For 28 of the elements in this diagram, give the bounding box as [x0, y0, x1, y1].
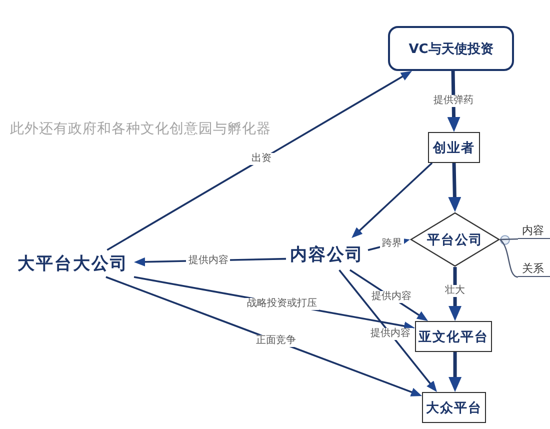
arrow	[106, 276, 422, 396]
connector-line	[500, 239, 518, 278]
process-box: 亚文化平台	[415, 321, 492, 352]
edge-label: 出资	[250, 153, 274, 166]
arrow	[448, 162, 462, 212]
process-box: 大众平台	[422, 392, 486, 423]
branch-label: 内容	[518, 222, 550, 239]
arrow	[338, 269, 437, 392]
entity-label: 大平台大公司	[12, 250, 134, 277]
process-box: 创业者	[428, 132, 480, 163]
arrow	[352, 162, 433, 238]
decision-diamond: 平台公司	[410, 212, 500, 267]
note-text: 此外还有政府和各种文化创意园与孵化器	[10, 120, 271, 138]
edge-label: 提供内容	[369, 291, 414, 304]
arrow	[106, 71, 412, 251]
connector-line	[500, 238, 518, 240]
edge-label: 提供内容	[186, 254, 230, 266]
entity-label: 内容公司	[286, 238, 368, 270]
rounded-box: VC与天使投资	[388, 26, 514, 71]
arrow	[448, 352, 462, 392]
branch-label: 关系	[518, 260, 550, 277]
edge-label: 跨界	[380, 238, 404, 250]
edge-label: 提供弹药	[431, 94, 476, 107]
edge-label: 提供内容	[368, 328, 413, 340]
arrow	[448, 267, 462, 321]
edge-label: 战略投资或打压	[245, 298, 320, 310]
edge-label: 壮大	[443, 284, 468, 297]
edge-label: 正面竞争	[254, 335, 298, 348]
